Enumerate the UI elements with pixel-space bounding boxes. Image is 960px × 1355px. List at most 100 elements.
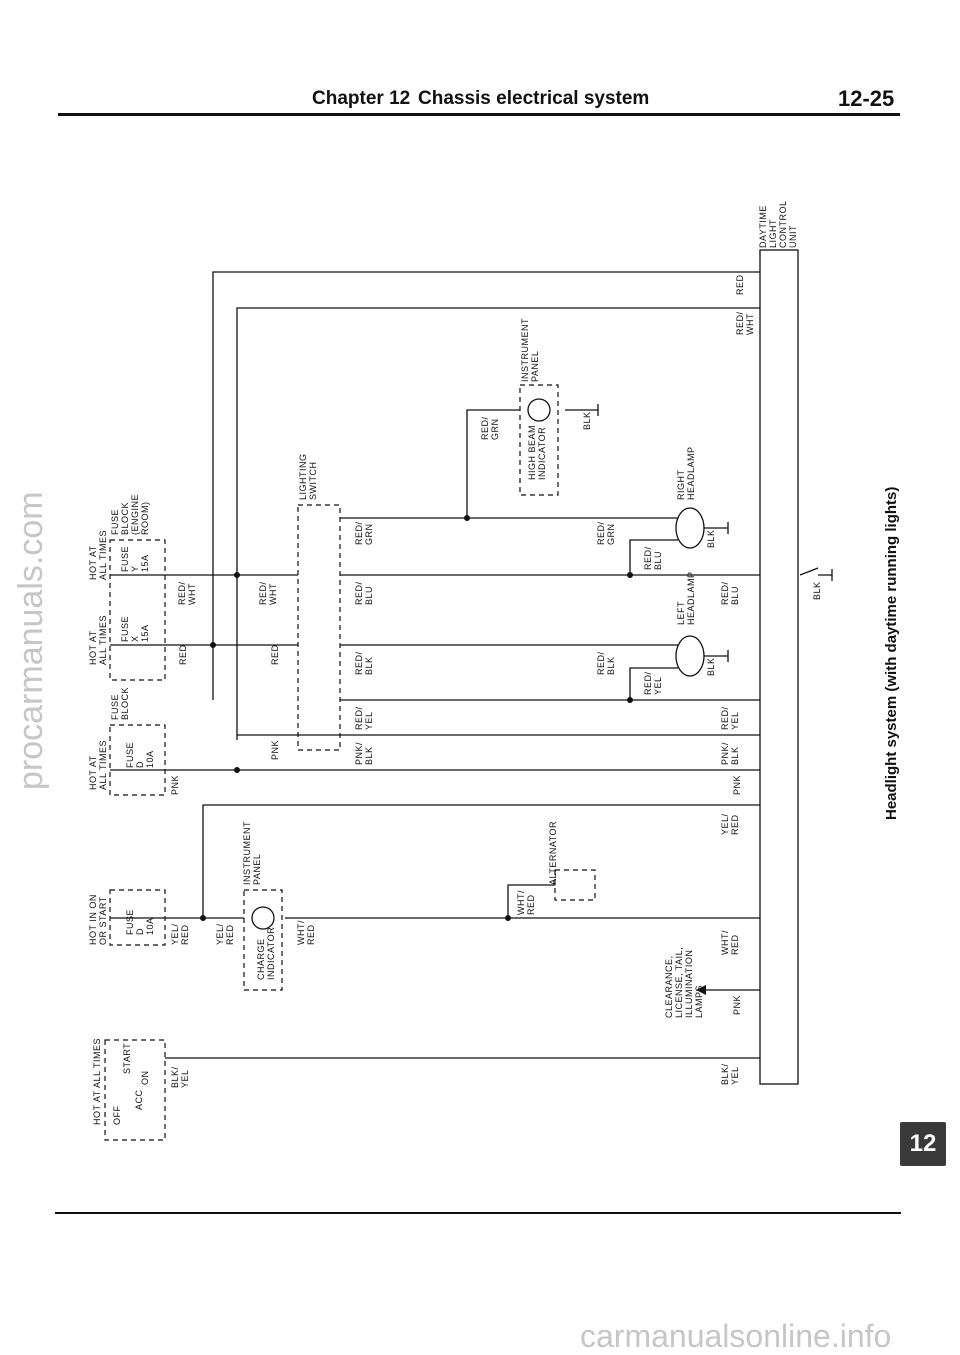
left-headlamp-label: LEFT HEADLAMP bbox=[676, 571, 696, 625]
wire-red-yel-left-riser bbox=[629, 667, 678, 700]
fuse-block-engine-label: FUSE BLOCK (ENGINE ROOM) bbox=[110, 493, 150, 535]
wire-label-red-switch: RED bbox=[270, 644, 280, 665]
wire-label-wht-red-alternator: WHT/ RED bbox=[516, 890, 536, 915]
instrument-panel-bottom-box bbox=[243, 889, 283, 991]
instrument-panel-bottom-label: INSTRUMENT PANEL bbox=[242, 821, 262, 885]
wire-label-pnk-drl: PNK bbox=[732, 774, 742, 795]
wire-label-red-blu-switch: RED/ BLU bbox=[354, 581, 374, 605]
page-number: 12-25 bbox=[838, 86, 895, 111]
drl-control-unit-box bbox=[759, 249, 799, 1085]
wire-red-blu-right-riser bbox=[629, 539, 678, 575]
ignition-acc-label: ACC bbox=[134, 1089, 144, 1110]
wire-label-red-grn-headlamp: RED/ GRN bbox=[596, 521, 616, 545]
ignition-switch-box bbox=[104, 1039, 166, 1141]
high-beam-indicator-symbol bbox=[527, 398, 551, 422]
wire-alternator bbox=[507, 884, 555, 918]
ignition-hot-label: HOT AT ALL TIMES bbox=[92, 1037, 102, 1125]
ignition-start-label: START bbox=[122, 1042, 132, 1074]
wire-red-grn-indicator bbox=[466, 409, 520, 518]
junction-dot bbox=[200, 915, 206, 921]
fuse-block-label: FUSE BLOCK bbox=[110, 686, 130, 720]
ignition-off-label: OFF bbox=[112, 1105, 122, 1126]
right-headlamp-label: RIGHT HEADLAMP bbox=[676, 446, 696, 500]
hot-in-on-or-start-label: HOT IN ON OR START bbox=[88, 894, 108, 945]
clearance-lamps-label: CLEARANCE, LICENSE, TAIL, ILLUMINATION L… bbox=[664, 946, 704, 1018]
wire-label-wht-red-drl: WHT/ RED bbox=[720, 930, 740, 955]
fuse-d-top-label: FUSE D 10A bbox=[125, 741, 155, 768]
chapter-tab: 12 bbox=[900, 1122, 946, 1166]
wire-label-yel-red-indicator: YEL/ RED bbox=[215, 923, 235, 945]
instrument-panel-top-box bbox=[519, 384, 559, 496]
wire-label-blk-yel-ignition: BLK/ YEL bbox=[170, 1066, 190, 1088]
lighting-switch-box bbox=[297, 504, 341, 751]
wire-red-top bbox=[212, 271, 760, 700]
fuse-d-bottom-label: FUSE D 10A bbox=[125, 908, 155, 935]
wire-label-blk-drl: BLK bbox=[812, 581, 822, 600]
hot-at-all-times-3-label: HOT AT ALL TIMES bbox=[88, 739, 108, 790]
wire-yel-red-row bbox=[202, 804, 760, 920]
wire-label-blk-indicator: BLK bbox=[582, 411, 592, 430]
wire-label-blk-right-headlamp: BLK bbox=[706, 529, 716, 548]
drl-unit-label: DAYTIME LIGHT CONTROL UNIT bbox=[758, 200, 798, 248]
ground-symbol bbox=[704, 522, 729, 534]
junction-dot bbox=[627, 697, 633, 703]
ground-symbol bbox=[704, 650, 729, 662]
junction-dot bbox=[234, 572, 240, 578]
wire-label-wht-red-indicator: WHT/ RED bbox=[296, 920, 316, 945]
ground-symbol bbox=[565, 404, 599, 416]
hot-at-all-times-2-label: HOT AT ALL TIMES bbox=[88, 614, 108, 665]
alternator-box bbox=[554, 869, 596, 901]
wire-label-pnk-switch: PNK bbox=[270, 739, 280, 760]
fuse-block-engine-box bbox=[109, 539, 166, 681]
wire-drl-ground bbox=[799, 567, 819, 576]
wire-label-red-wht-switch: RED/ WHT bbox=[258, 581, 278, 605]
charge-indicator-symbol bbox=[251, 906, 275, 930]
fuse-y-label: FUSE Y 15A bbox=[120, 545, 150, 572]
wire-label-pnk-blk-drl: PNK/ BLK bbox=[720, 741, 740, 765]
junction-dot bbox=[505, 915, 511, 921]
wire-label-red-drl: RED bbox=[735, 274, 745, 295]
lighting-switch-label: LIGHTING SWITCH bbox=[298, 453, 318, 500]
fuse-d-bottom-box bbox=[109, 889, 166, 946]
wire-label-yel-red-fuse: YEL/ RED bbox=[170, 923, 190, 945]
charge-indicator-label: CHARGE INDICATOR bbox=[256, 926, 276, 980]
instrument-panel-top-label: INSTRUMENT PANEL bbox=[520, 318, 540, 382]
wire-label-pnk-clearance: PNK bbox=[732, 994, 742, 1015]
chapter-label: Chapter 12 bbox=[312, 88, 411, 109]
wire-label-red-yel-headlamp-left: RED/ YEL bbox=[643, 671, 663, 695]
watermark-bottom: carmanualsonline.info bbox=[580, 1318, 892, 1354]
wire-label-red-wht-drl: RED/ WHT bbox=[735, 311, 755, 335]
header-rule bbox=[58, 113, 900, 116]
footer-rule bbox=[55, 1212, 901, 1214]
wire-label-red-grn-indicator: RED/ GRN bbox=[480, 416, 500, 440]
ground-symbol bbox=[818, 569, 833, 581]
wire-label-red-blk-headlamp: RED/ BLK bbox=[596, 651, 616, 675]
junction-dot bbox=[627, 572, 633, 578]
wire-label-red-yel-drl: RED/ YEL bbox=[720, 706, 740, 730]
wire-label-red-wht-fuse: RED/ WHT bbox=[177, 581, 197, 605]
wire-label-red-blu-headlamp-right: RED/ BLU bbox=[643, 546, 663, 570]
wire-label-red-blk-switch: RED/ BLK bbox=[354, 651, 374, 675]
wire-label-red-yel-switch: RED/ YEL bbox=[354, 706, 374, 730]
wire-label-blk-yel-drl: BLK/ YEL bbox=[720, 1063, 740, 1085]
clearance-arrow bbox=[696, 985, 706, 995]
junction-dot bbox=[234, 767, 240, 773]
wire-label-red-grn-switch: RED/ GRN bbox=[354, 521, 374, 545]
wire-label-yel-red-drl: YEL/ RED bbox=[720, 813, 740, 835]
high-beam-indicator-label: HIGH BEAM INDICATOR bbox=[527, 424, 547, 480]
ignition-on-label: ON bbox=[140, 1070, 150, 1086]
fuse-x-label: FUSE X 15A bbox=[120, 615, 150, 642]
wire-label-red-fuse: RED bbox=[178, 644, 188, 665]
right-headlamp-symbol bbox=[675, 507, 705, 549]
wire-label-blk-left-headlamp: BLK bbox=[706, 657, 716, 676]
junction-dot bbox=[464, 515, 470, 521]
wire-label-pnk-fuse: PNK bbox=[170, 774, 180, 795]
fuse-block-box bbox=[109, 724, 166, 796]
left-headlamp-symbol bbox=[675, 635, 705, 677]
hot-at-all-times-1-label: HOT AT ALL TIMES bbox=[88, 529, 108, 580]
chapter-title: Chassis electrical system bbox=[418, 88, 650, 109]
wire-label-red-blu-drl: RED/ BLU bbox=[720, 581, 740, 605]
junction-dot bbox=[210, 642, 216, 648]
wire-label-pnk-blk-switch: PNK/ BLK bbox=[354, 741, 374, 765]
